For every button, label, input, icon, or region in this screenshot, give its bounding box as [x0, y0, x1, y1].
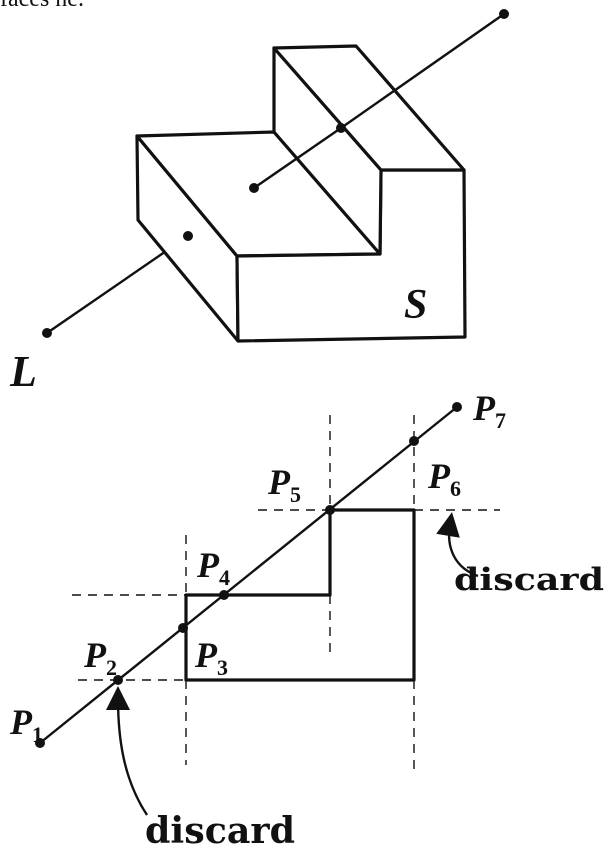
- label-p3-letter: P: [194, 635, 218, 675]
- point-p5: [325, 505, 335, 515]
- label-p3: P3: [194, 635, 228, 680]
- point-p3: [178, 623, 188, 633]
- line-l-hit-top-face: [249, 183, 259, 193]
- discard-upper-label: discard: [454, 562, 604, 598]
- line-label-l: L: [9, 347, 37, 396]
- bottom-figure: P1 P2 P3 P4 P5 P6 P7 discard discard: [9, 388, 604, 852]
- point-p1: [35, 738, 45, 748]
- line-l-hit-left-face: [183, 231, 193, 241]
- label-p2-letter: P: [83, 635, 107, 675]
- label-p2-index: 2: [106, 655, 117, 680]
- label-p7-index: 7: [495, 408, 506, 433]
- cross-section-outline: [184, 508, 416, 682]
- top-figure: S L: [9, 9, 509, 396]
- discard-lower-label: discard: [145, 810, 295, 852]
- line-l-hit-step-top: [336, 123, 346, 133]
- solid-label-s: S: [404, 282, 427, 328]
- label-p6: P6: [427, 456, 461, 501]
- label-p4-index: 4: [219, 565, 230, 590]
- label-p5-letter: P: [267, 462, 291, 502]
- point-p6: [409, 436, 419, 446]
- label-p5: P5: [267, 462, 301, 507]
- label-p6-letter: P: [427, 456, 451, 496]
- label-p7-letter: P: [472, 388, 496, 428]
- label-p4-letter: P: [196, 545, 220, 585]
- intersection-line: [39, 406, 458, 744]
- label-p1-letter: P: [9, 702, 33, 742]
- page-header-fragment: faces ne.: [0, 0, 84, 13]
- line-l-upper-segment: [340, 13, 505, 129]
- label-p5-index: 5: [290, 482, 301, 507]
- point-p2: [113, 675, 123, 685]
- point-p4: [219, 590, 229, 600]
- label-p4: P4: [196, 545, 230, 590]
- label-p1: P1: [9, 702, 43, 747]
- discard-lower-arrow: [106, 686, 149, 816]
- line-l-endpoint-low: [42, 328, 52, 338]
- point-p7: [452, 402, 462, 412]
- label-p2: P2: [83, 635, 117, 680]
- line-l-endpoint-high: [499, 9, 509, 19]
- line-l-mid-segment: [253, 127, 342, 189]
- label-p3-index: 3: [217, 655, 228, 680]
- label-p7: P7: [472, 388, 506, 433]
- label-p1-index: 1: [32, 722, 43, 747]
- discard-upper-arrow: [436, 512, 479, 578]
- label-p6-index: 6: [450, 476, 461, 501]
